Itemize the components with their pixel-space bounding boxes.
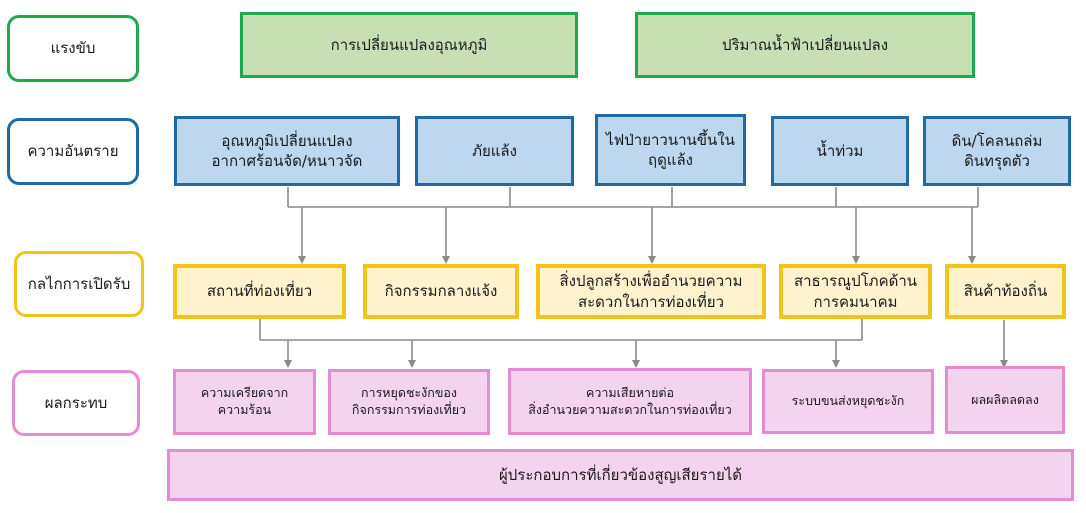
impact-reduced-yield: ผลผลิตลดลง <box>945 366 1065 434</box>
impact-activity-disruption: การหยุดชะงักของ กิจกรรมการท่องเที่ยว <box>328 369 490 435</box>
driver-temperature-change: การเปลี่ยนแปลงอุณหภูมิ <box>240 12 578 78</box>
hazard-wildfire: ไฟป่ายาวนานขึ้นใน ฤดูแล้ง <box>595 114 746 186</box>
row-label-driver: แรงขับ <box>7 15 139 82</box>
hazard-drought: ภัยแล้ง <box>415 116 574 186</box>
hazard-temperature-extremes: อุณหภูมิเปลี่ยนแปลง อากาศร้อนจัด/หนาวจัด <box>174 116 400 186</box>
exposure-tourism-facilities: สิ่งปลูกสร้างเพื่ออำนวยความ สะดวกในการท่… <box>536 264 766 319</box>
row-label-hazard: ความอันตราย <box>7 118 139 185</box>
impact-transport-disruption: ระบบขนส่งหยุดชะงัก <box>762 369 934 434</box>
row-label-exposure: กลไกการเปิดรับ <box>14 251 144 317</box>
exposure-outdoor-activities: กิจกรรมกลางแจ้ง <box>363 264 519 319</box>
final-income-loss: ผู้ประกอบการที่เกี่ยวข้องสูญเสียรายได้ <box>167 449 1074 501</box>
impact-facility-damage: ความเสียหายต่อ สิ่งอำนวยความสะดวกในการท่… <box>508 368 752 435</box>
hazard-flood: น้ำท่วม <box>771 116 909 186</box>
exposure-transport-utilities: สาธารณูปโภคด้าน การคมนาคม <box>779 264 932 319</box>
driver-precipitation-change: ปริมาณน้ำฟ้าเปลี่ยนแปลง <box>635 12 975 78</box>
exposure-local-products: สินค้าท้องถิ่น <box>945 264 1066 319</box>
row-label-impact: ผลกระทบ <box>12 370 140 436</box>
impact-heat-stress: ความเครียดจาก ความร้อน <box>173 369 316 435</box>
exposure-tourist-attractions: สถานที่ท่องเที่ยว <box>173 264 346 319</box>
hazard-landslide: ดิน/โคลนถล่ม ดินทรุดตัว <box>923 116 1071 186</box>
